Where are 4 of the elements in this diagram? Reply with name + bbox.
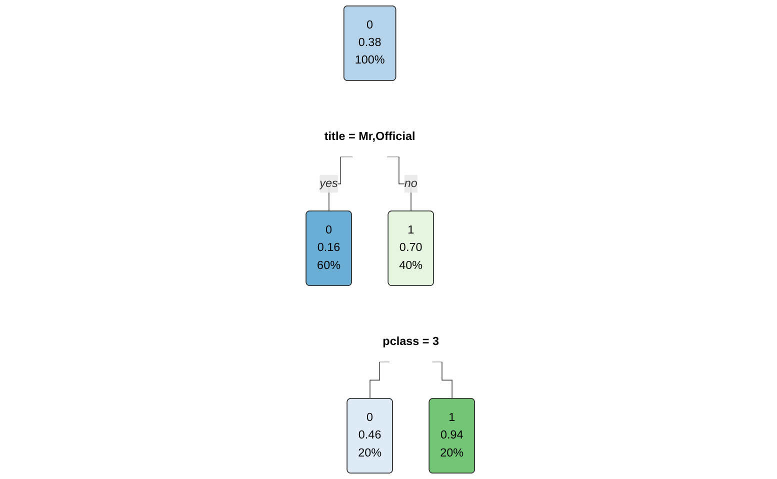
node-text: title = Mr,Official bbox=[324, 130, 416, 143]
edge-label: no bbox=[404, 177, 418, 190]
connector bbox=[386, 156, 412, 212]
node-text: pclass = 3 bbox=[382, 335, 440, 348]
